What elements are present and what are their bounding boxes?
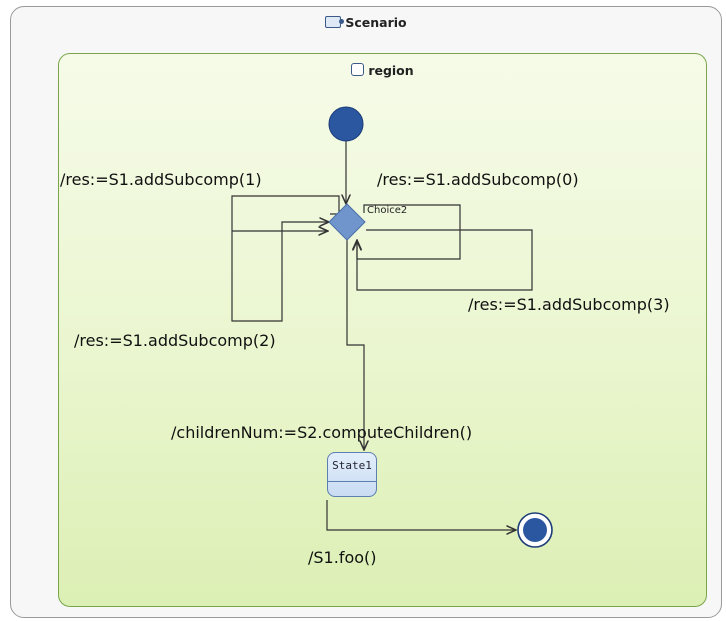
region-title: region — [59, 63, 706, 78]
edge-state1-to-final[interactable] — [326, 500, 516, 530]
initial-node[interactable] — [328, 106, 364, 142]
state-state1[interactable]: State1 — [327, 452, 377, 497]
transition-label-addSubcomp3[interactable]: /res:=S1.addSubcomp(3) — [468, 295, 670, 314]
region-compartment[interactable]: region — [58, 53, 707, 607]
scenario-title-text: Scenario — [345, 15, 407, 30]
state-name: State1 — [332, 459, 372, 472]
transition-label-foo[interactable]: /S1.foo() — [308, 548, 377, 567]
region-title-text: region — [368, 63, 414, 78]
final-node-core — [523, 518, 547, 542]
choice-label: Choice2 — [367, 205, 408, 216]
state-divider — [328, 481, 376, 482]
region-icon — [351, 63, 365, 76]
transition-label-computeChildren[interactable]: /childrenNum:=S2.computeChildren() — [171, 423, 473, 442]
scenario-title: Scenario — [11, 15, 721, 30]
statemachine-icon — [325, 16, 345, 28]
choice-node[interactable] — [328, 203, 366, 241]
edge-addSubcomp3[interactable] — [357, 229, 533, 291]
transition-label-addSubcomp2[interactable]: /res:=S1.addSubcomp(2) — [74, 331, 276, 350]
transition-label-addSubcomp1[interactable]: /res:=S1.addSubcomp(1) — [60, 170, 262, 189]
transition-label-addSubcomp0[interactable]: /res:=S1.addSubcomp(0) — [377, 170, 579, 189]
edge-choice-to-state1[interactable] — [346, 240, 364, 450]
edge-addSubcomp1[interactable] — [231, 195, 340, 322]
